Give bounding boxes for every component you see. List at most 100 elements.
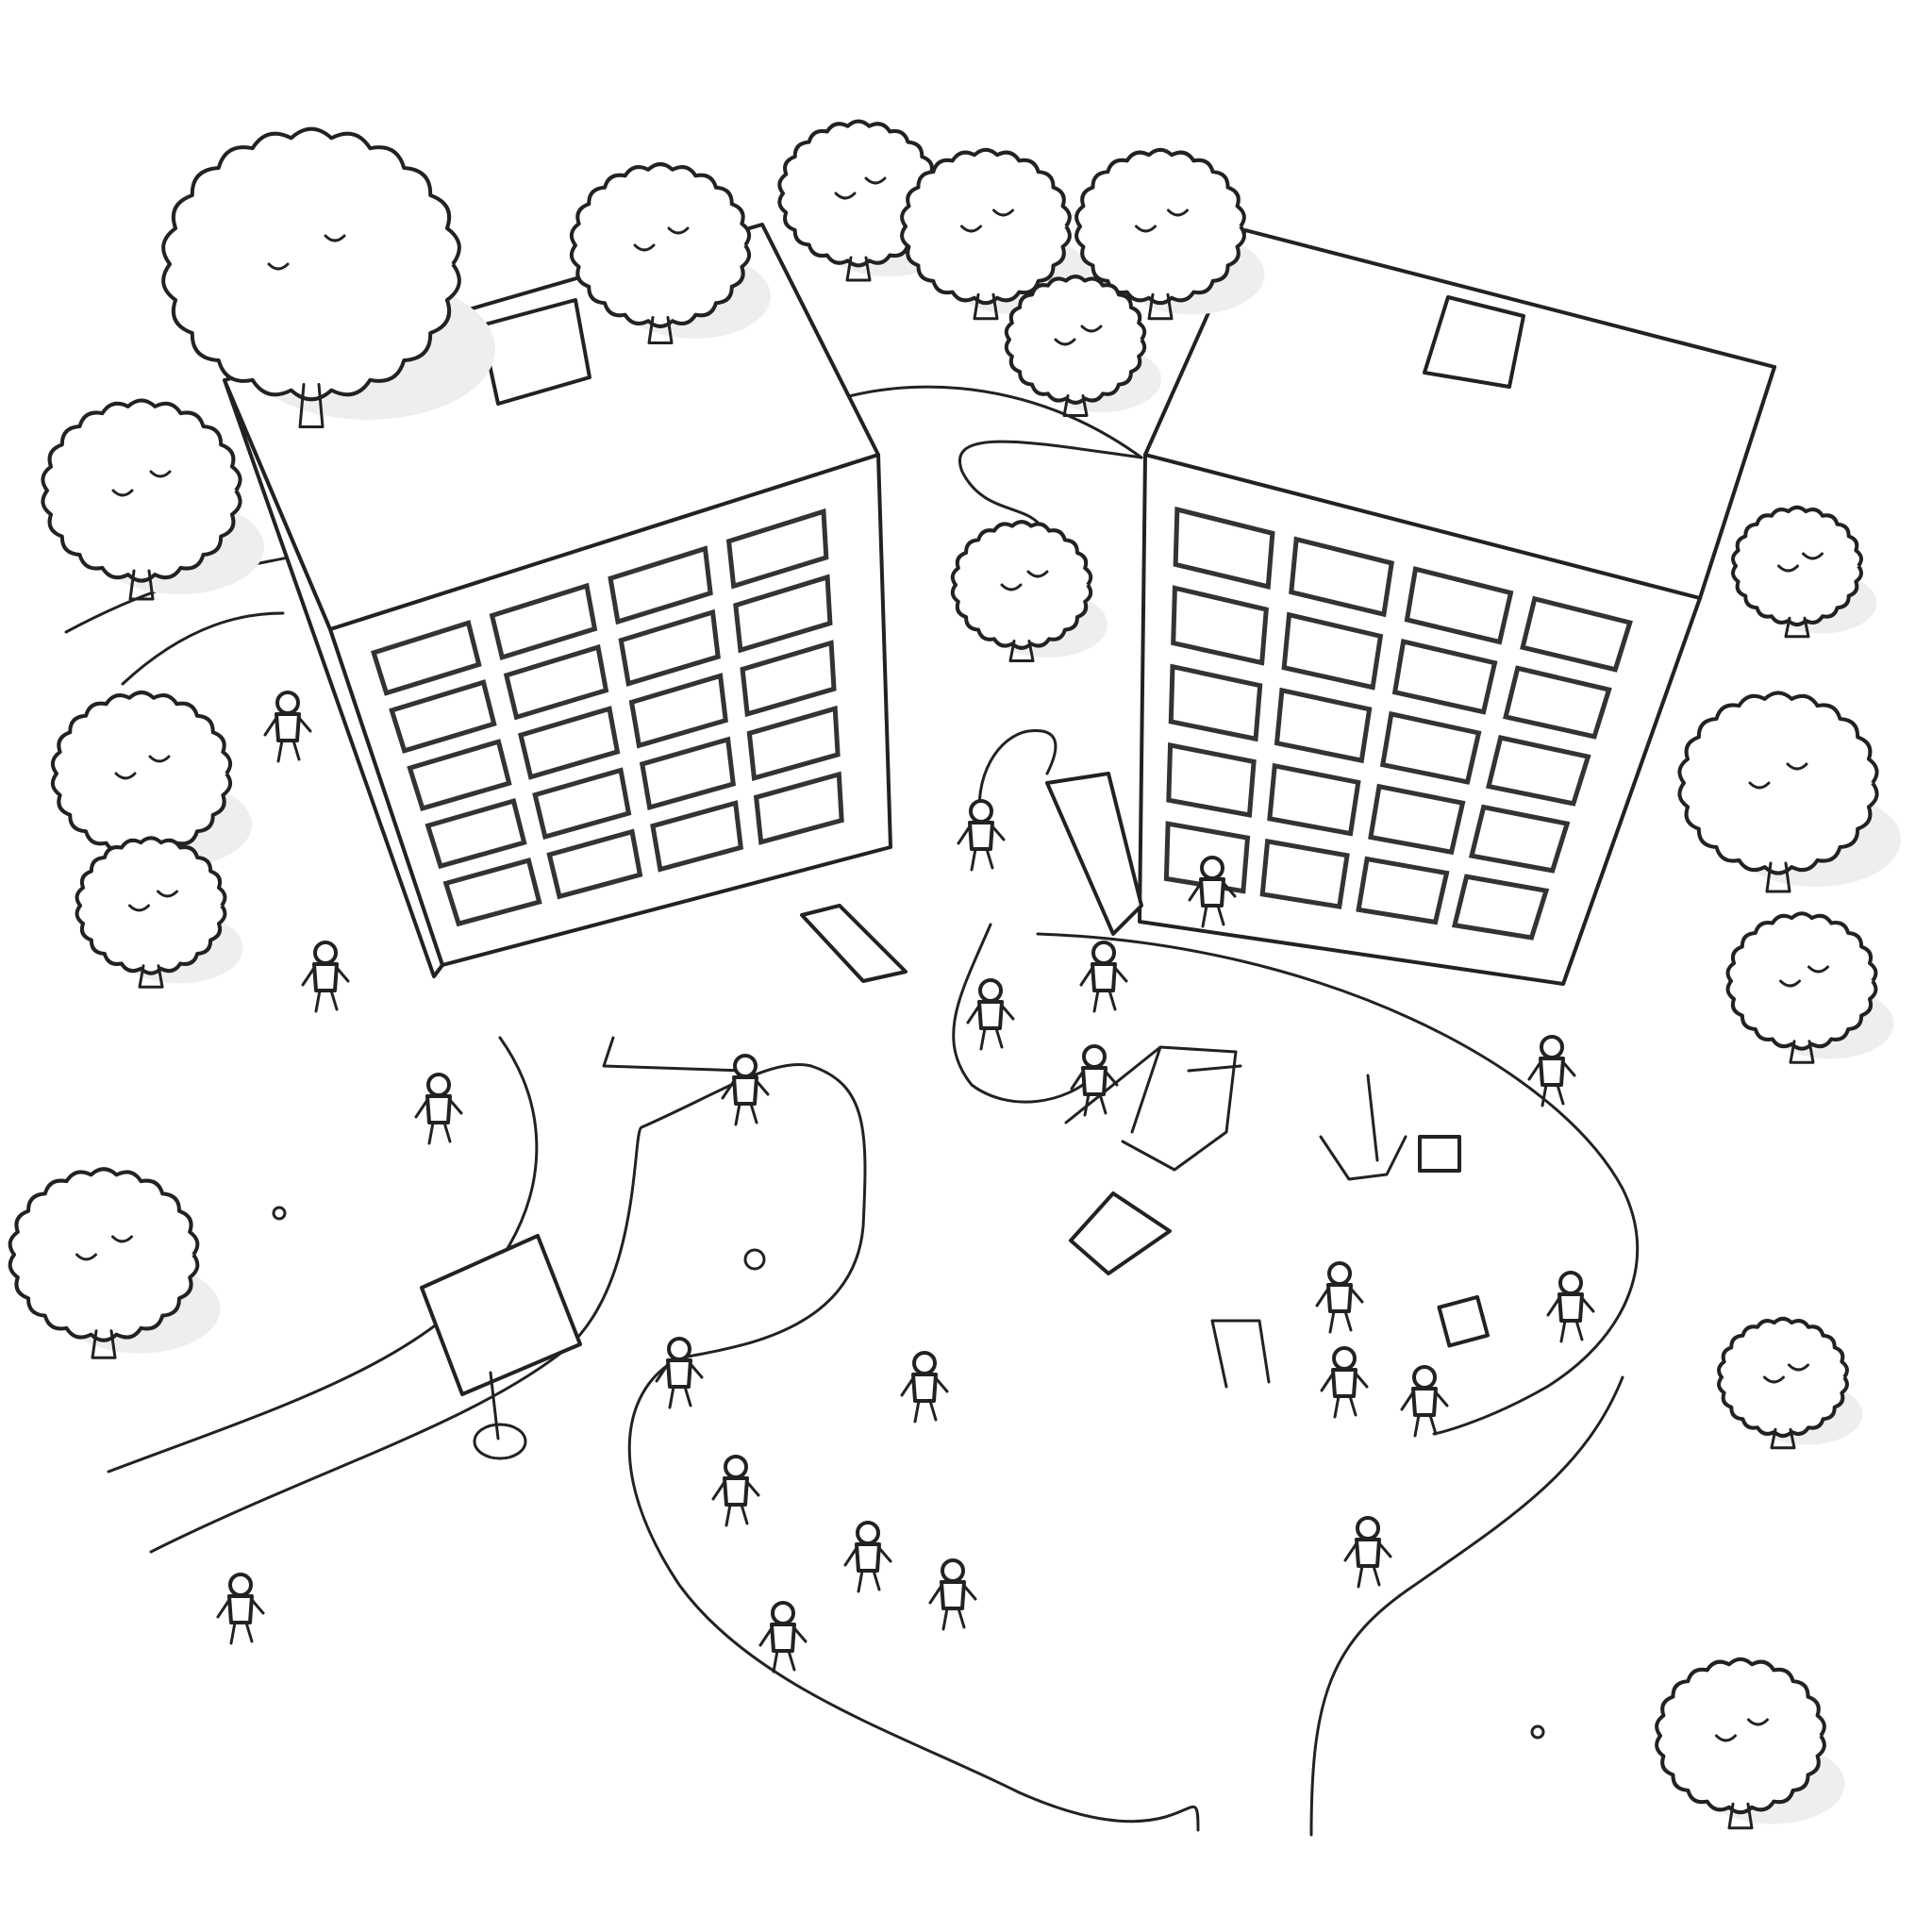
balcony (517, 706, 621, 780)
child-body (1331, 1368, 1357, 1398)
child-limbs (655, 1362, 704, 1409)
child-limbs (263, 716, 312, 763)
child-head (1412, 1365, 1437, 1390)
child-head (856, 1521, 880, 1545)
child-head (313, 941, 338, 965)
child-limbs (1315, 1287, 1364, 1334)
children (216, 691, 1595, 1674)
tree-trunk (91, 1329, 117, 1359)
child-limbs (1343, 1541, 1392, 1589)
window (1173, 506, 1275, 590)
child (1070, 1044, 1119, 1117)
path-right-big (1036, 932, 1640, 1436)
signboard-base (473, 1423, 527, 1460)
tree-squiggle (834, 176, 887, 200)
signboard-post (489, 1371, 500, 1441)
tree (1074, 147, 1265, 321)
child-head (1082, 1044, 1107, 1069)
child (1546, 1271, 1595, 1343)
tree-crown (1677, 691, 1879, 875)
tree-squiggle (1054, 325, 1103, 346)
child-limbs (216, 1598, 265, 1645)
sandbox (1418, 1135, 1461, 1173)
child-limbs (711, 1480, 760, 1527)
window (442, 857, 542, 927)
child-limbs (1320, 1372, 1369, 1419)
ball (272, 1206, 287, 1221)
seesaw-ramp (1069, 1191, 1172, 1275)
balcony (489, 582, 598, 661)
tree (1725, 911, 1894, 1064)
child (711, 1455, 760, 1527)
tree-squiggle (128, 890, 178, 912)
child-head (771, 1601, 795, 1625)
child (1400, 1365, 1449, 1438)
path-curve-left-2 (149, 1063, 1200, 1832)
sign-small (1437, 1294, 1490, 1348)
child-limbs (928, 1584, 977, 1631)
tree-squiggle (114, 755, 171, 780)
window (1171, 585, 1269, 666)
child-body (968, 821, 994, 851)
tree-squiggle (1000, 570, 1049, 591)
child-head (667, 1337, 691, 1361)
tree-trunk (128, 569, 155, 601)
child-body (666, 1358, 692, 1389)
window (733, 574, 833, 654)
child (1343, 1516, 1392, 1589)
child-limbs (1546, 1296, 1595, 1343)
tree-squiggle (960, 208, 1014, 233)
tree (1677, 691, 1901, 893)
child-body (1091, 962, 1117, 992)
balcony (618, 608, 721, 687)
tree (8, 1167, 221, 1359)
balcony (639, 736, 737, 811)
signboard-panel (420, 1234, 582, 1396)
child (1527, 1035, 1576, 1108)
child-limbs (721, 1079, 770, 1126)
tree (569, 162, 771, 344)
child-head (941, 1558, 965, 1583)
child-body (312, 962, 339, 992)
child-body (723, 1476, 749, 1507)
tree-trunk (138, 964, 164, 989)
balcony (1404, 566, 1514, 645)
balcony (1391, 638, 1498, 715)
child-head (1332, 1346, 1357, 1371)
tree-squiggle (633, 226, 690, 252)
child (843, 1521, 892, 1593)
right-building-windows (1163, 506, 1633, 941)
child-body (1355, 1538, 1381, 1568)
window (740, 640, 837, 718)
tree-crown (1074, 147, 1246, 306)
tree-trunk (298, 383, 325, 428)
tree-squiggle (1777, 552, 1824, 573)
child (758, 1601, 808, 1674)
tree-crown (50, 691, 233, 857)
child-limbs (1188, 881, 1237, 928)
balcony (1274, 687, 1373, 764)
child-limbs (414, 1098, 463, 1145)
tree (41, 398, 264, 601)
right-roof-hatch (1423, 295, 1525, 389)
balcony (546, 828, 643, 900)
child-body (1557, 1292, 1584, 1323)
window (753, 771, 844, 845)
trees (8, 119, 1901, 1830)
child-body (1199, 877, 1225, 908)
child (1188, 856, 1237, 928)
child-body (940, 1580, 966, 1610)
tree-crown (569, 162, 752, 328)
window (725, 508, 829, 590)
child-body (227, 1594, 254, 1624)
child (263, 691, 312, 763)
child-head (1558, 1271, 1583, 1295)
child (655, 1337, 704, 1409)
tree-crown (8, 1167, 200, 1342)
child-head (1540, 1035, 1564, 1059)
balcony (1368, 783, 1466, 856)
ball (743, 1248, 766, 1271)
window (1168, 663, 1263, 742)
child-limbs (301, 966, 350, 1013)
tree (161, 126, 495, 428)
